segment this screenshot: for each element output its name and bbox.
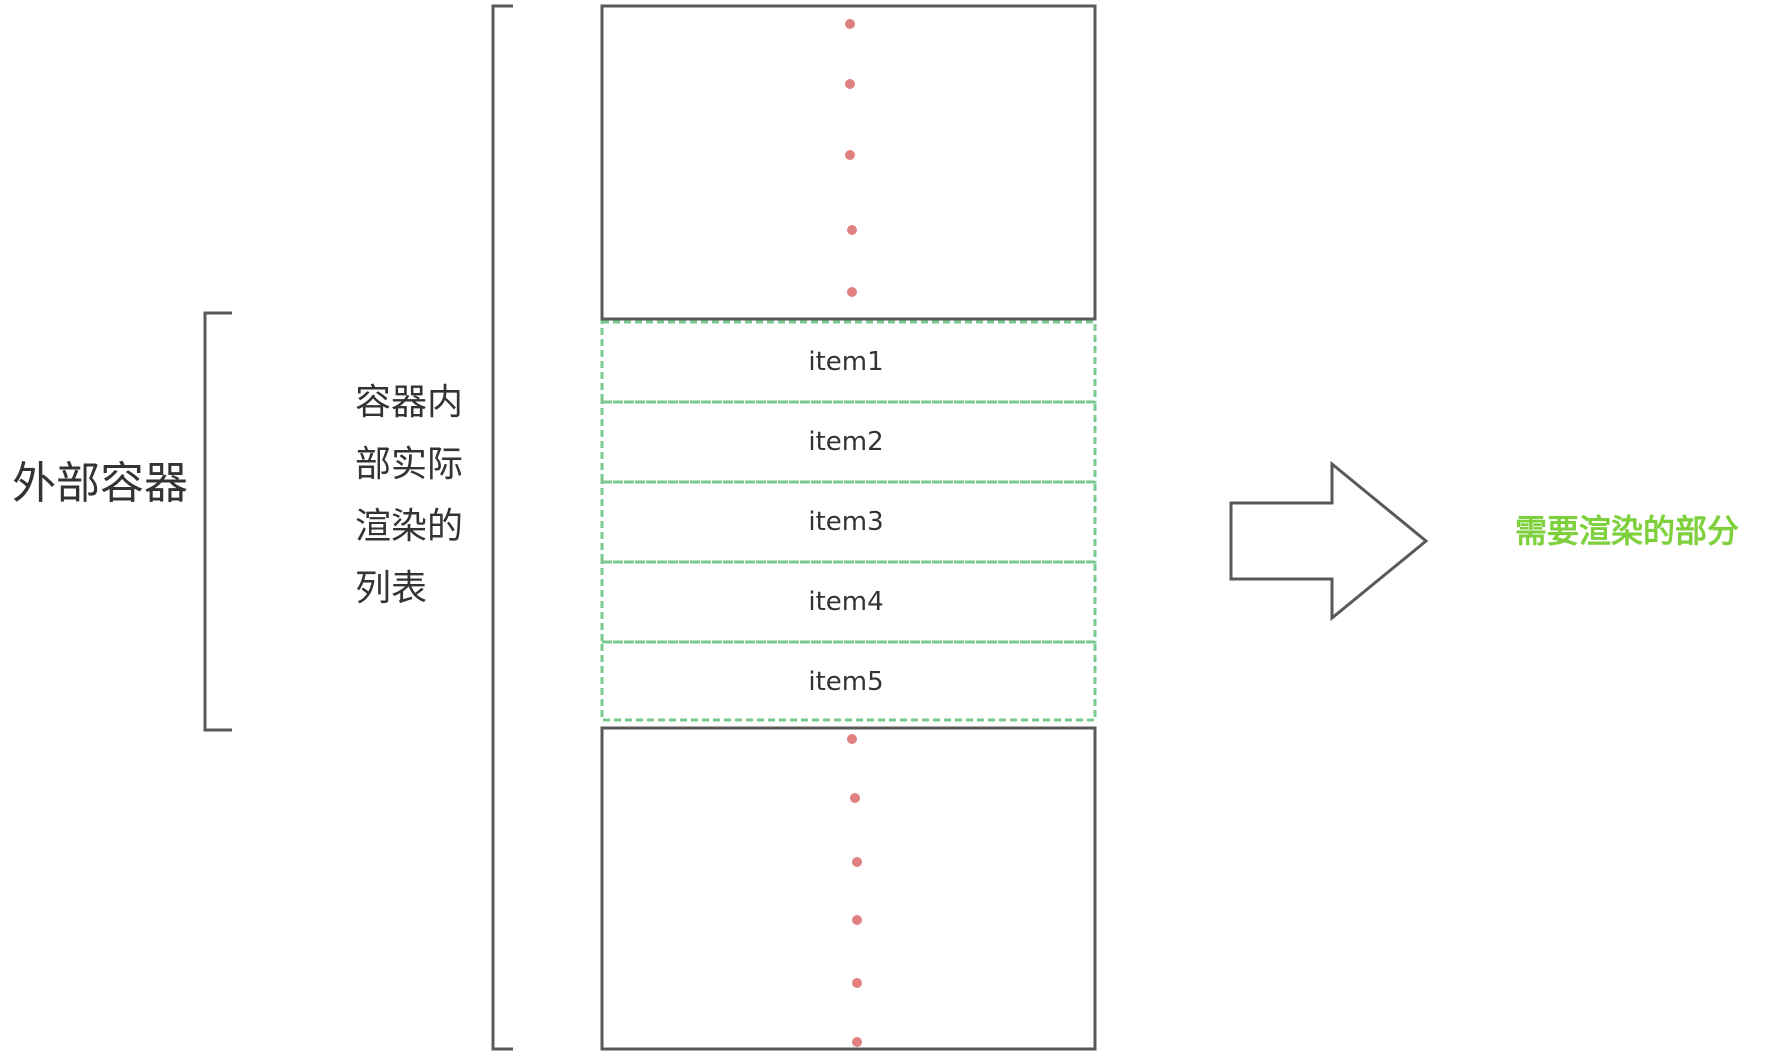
item-rows <box>600 320 1097 722</box>
ellipsis-dot <box>852 978 862 988</box>
ellipsis-dot <box>847 225 857 235</box>
ellipsis-dot <box>850 793 860 803</box>
outer-container-label: 外部容器 <box>12 458 188 509</box>
top-offscreen-box <box>600 4 1097 321</box>
item-row-5 <box>600 640 1097 722</box>
item-label: item4 <box>808 587 884 617</box>
item-label: item1 <box>808 347 884 377</box>
right-arrow-outline-icon <box>1229 460 1429 622</box>
ellipsis-dot <box>847 287 857 297</box>
bottom-offscreen-box <box>600 726 1097 1051</box>
ellipsis-dot <box>845 150 855 160</box>
outer-container-bracket <box>203 311 232 732</box>
ellipsis-dot <box>852 1037 862 1047</box>
item-label: item3 <box>808 507 884 537</box>
item-label: item5 <box>808 667 884 697</box>
ellipsis-dot <box>845 79 855 89</box>
inner-list-bracket <box>491 4 513 1051</box>
top-ellipsis-dots <box>845 19 857 297</box>
ellipsis-dot <box>845 19 855 29</box>
bottom-ellipsis-dots <box>847 734 862 1047</box>
ellipsis-dot <box>852 857 862 867</box>
render-part-label: 需要渲染的部分 <box>1515 512 1740 550</box>
ellipsis-dot <box>847 734 857 744</box>
ellipsis-dot <box>852 915 862 925</box>
item-label: item2 <box>808 427 884 457</box>
inner-list-label: 容器内部实际渲染的列表 <box>355 382 464 609</box>
